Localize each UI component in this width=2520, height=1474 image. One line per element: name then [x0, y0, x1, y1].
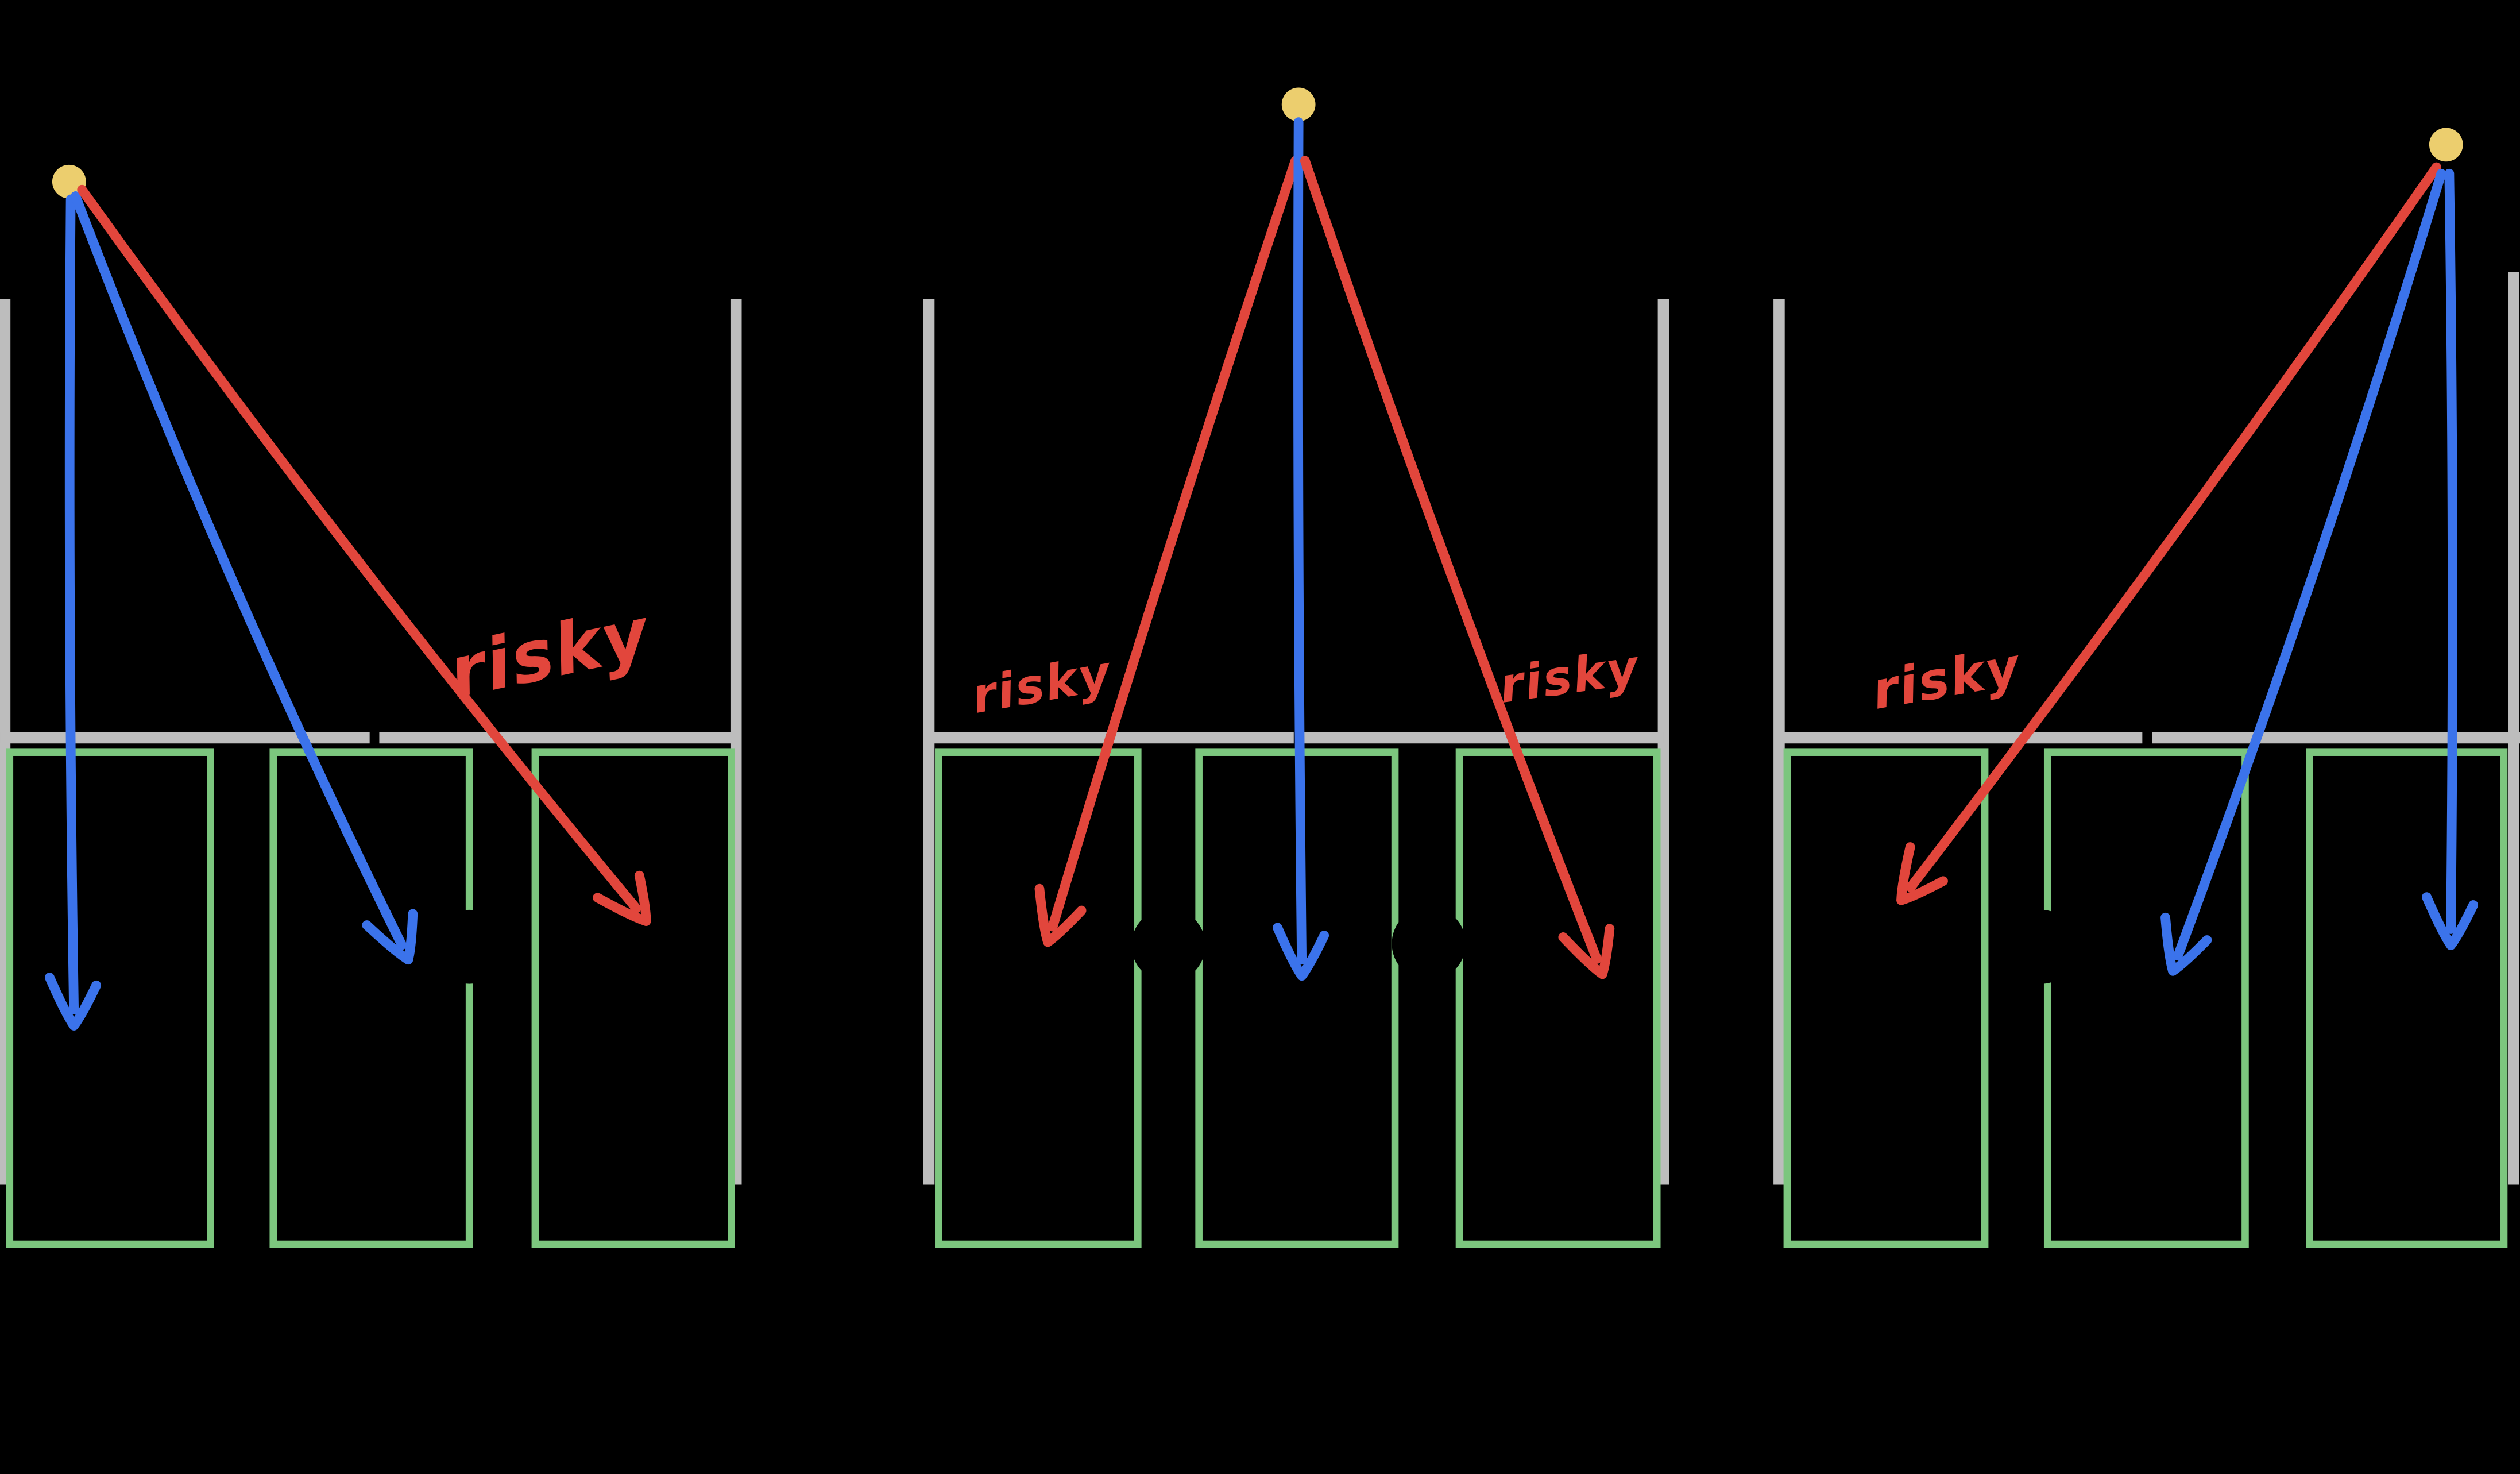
arrow-shaft: [1300, 156, 1602, 964]
arrowhead: [2446, 900, 2479, 950]
arrow-shaft: [64, 194, 79, 1014]
arrow-red: [77, 184, 651, 926]
bin: [6, 748, 214, 1248]
arrow-blue: [2160, 168, 2446, 976]
panel-right: risky: [1773, 128, 2520, 1248]
risky-label: risky: [442, 592, 658, 715]
arrow-shaft: [2173, 168, 2446, 961]
bin: [1455, 748, 1661, 1248]
ball: [2429, 128, 2463, 162]
arrowhead: [1297, 931, 1329, 981]
arrow-blue: [45, 194, 102, 1031]
black-dot: [2004, 909, 2078, 984]
arrow-red: [1300, 156, 1615, 979]
arrow-blue: [71, 191, 418, 965]
risky-label: risky: [1868, 636, 2026, 721]
arrow-red: [1034, 156, 1300, 947]
arrow-blue: [2422, 168, 2479, 950]
arrowhead: [1043, 905, 1087, 947]
arrow-shaft: [77, 184, 641, 913]
panel-left: risky: [0, 164, 742, 1248]
panel-center: risky risky: [923, 87, 1669, 1248]
arrow-blue: [1273, 117, 1329, 981]
arrow-shaft: [1048, 156, 1300, 932]
risky-label: risky: [968, 645, 1116, 724]
arrowhead: [1896, 842, 1915, 905]
arrow-shaft: [1293, 117, 1307, 965]
arrowhead: [1597, 924, 1615, 979]
black-dot: [1392, 906, 1466, 981]
risky-label: risky: [1496, 639, 1643, 714]
arrow-shaft: [1906, 162, 2441, 892]
black-dot: [1131, 908, 1205, 982]
bin: [935, 748, 1142, 1248]
arrowhead: [2160, 912, 2178, 976]
bin: [2306, 748, 2508, 1248]
arrowhead: [69, 980, 102, 1031]
bin: [269, 748, 473, 1248]
arrow-shaft: [2444, 168, 2457, 934]
bin: [2043, 748, 2249, 1248]
black-dot: [432, 909, 507, 984]
arrowhead: [634, 870, 651, 926]
arrowhead: [1896, 876, 1948, 905]
bin: [531, 748, 735, 1248]
arrow-red: [1896, 162, 2441, 905]
arrowhead: [403, 909, 418, 965]
arrowhead: [2168, 935, 2212, 976]
arrow-shaft: [71, 191, 407, 950]
bin: [1783, 748, 1989, 1248]
ball: [1281, 87, 1316, 122]
arrowhead: [1034, 883, 1053, 947]
